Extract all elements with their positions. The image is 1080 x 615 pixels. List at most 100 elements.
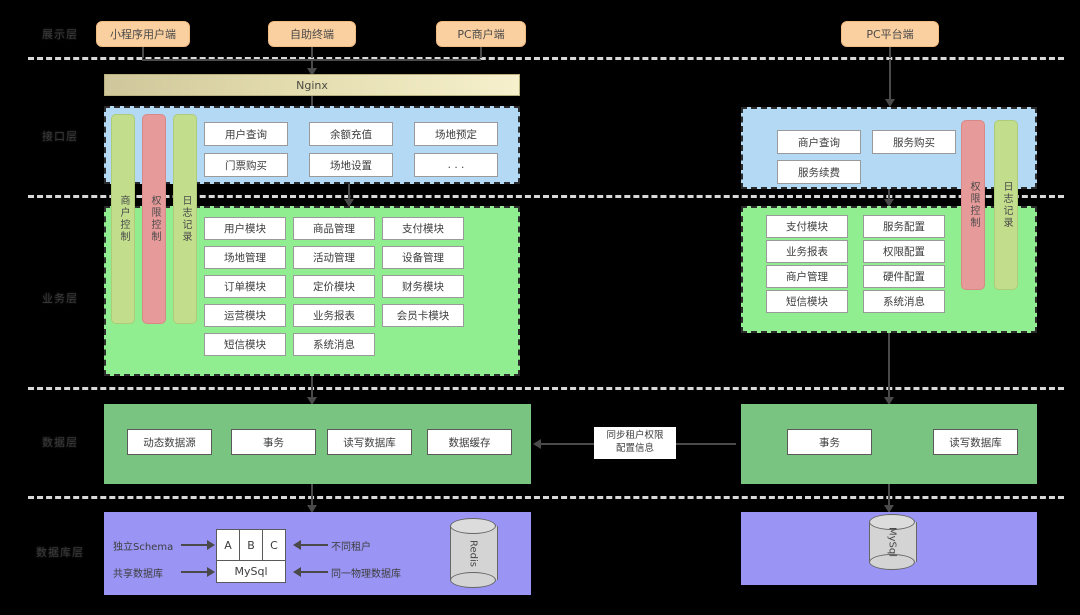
connector-interface-to-business-right	[888, 189, 890, 201]
connector-bus-to-nginx	[311, 59, 313, 69]
arrow-into-business-right	[884, 199, 894, 207]
business-module-left-11[interactable]: 会员卡模块	[382, 304, 464, 327]
db-arrow-line-physical	[300, 571, 328, 573]
cross-bar-right-logging-label: 日志记录	[1001, 181, 1012, 229]
arrow-sync-to-left	[533, 439, 541, 449]
db-arrow-line-schema	[181, 544, 208, 546]
db-annotation-independent-schema: 独立Schema	[113, 541, 174, 553]
business-module-left-8[interactable]: 财务模块	[382, 275, 464, 298]
cross-bar-right-logging: 日志记录	[994, 120, 1018, 290]
interface-module-left-4[interactable]: 场地设置	[309, 153, 393, 177]
db-arrow-head-schema	[207, 540, 215, 550]
data-module-right-1[interactable]: 读写数据库	[933, 429, 1018, 455]
interface-module-left-5[interactable]: . . .	[414, 153, 498, 177]
connector-data-to-db-left	[311, 484, 313, 506]
cross-bar-left-permission-control: 权限控制	[142, 114, 166, 324]
separator-presentation-interface	[28, 57, 1064, 60]
business-module-left-9[interactable]: 运营模块	[204, 304, 286, 327]
interface-module-right-0[interactable]: 商户查询	[777, 130, 861, 154]
connector-data-to-db-right	[888, 484, 890, 506]
business-module-left-4[interactable]: 活动管理	[293, 246, 375, 269]
connector-business-to-data-right	[888, 333, 890, 398]
business-module-right-5[interactable]: 硬件配置	[863, 265, 945, 288]
db-arrow-head-physical	[293, 567, 301, 577]
arrow-into-business-left	[344, 199, 354, 207]
business-module-left-2[interactable]: 支付模块	[382, 217, 464, 240]
sync-note: 同步租户权限 配置信息	[594, 427, 676, 459]
business-module-right-1[interactable]: 服务配置	[863, 215, 945, 238]
connector-kiosk-down	[311, 47, 313, 58]
data-module-left-3[interactable]: 数据缓存	[427, 429, 512, 455]
client-box-pc-merchant[interactable]: PC商户端	[436, 21, 526, 47]
business-module-left-5[interactable]: 设备管理	[382, 246, 464, 269]
cross-bar-left-logging: 日志记录	[173, 114, 197, 324]
interface-module-left-2[interactable]: 场地预定	[414, 122, 498, 146]
business-module-left-13[interactable]: 系统消息	[293, 333, 375, 356]
business-module-left-12[interactable]: 短信模块	[204, 333, 286, 356]
interface-module-left-0[interactable]: 用户查询	[204, 122, 288, 146]
connector-interface-to-business-left	[348, 184, 350, 200]
arrow-into-db-left	[307, 505, 317, 513]
db-annotation-same-physical-db: 同一物理数据库	[331, 568, 401, 580]
redis-cylinder-body	[450, 526, 498, 580]
client-box-kiosk[interactable]: 自助终端	[268, 21, 356, 47]
arrow-into-nginx	[307, 68, 317, 76]
redis-cylinder-label-wrap: Redis	[450, 518, 496, 588]
arrow-into-data-left	[307, 397, 317, 405]
db-arrow-line-shared	[181, 571, 208, 573]
arrow-into-db-right	[884, 505, 894, 513]
mysql-cylinder-right: MySql	[869, 514, 917, 570]
business-module-left-7[interactable]: 定价模块	[293, 275, 375, 298]
db-arrow-line-tenant	[300, 544, 328, 546]
db-schema-row: A B C	[216, 529, 286, 561]
db-schema-cell-b: B	[240, 530, 263, 560]
business-module-right-0[interactable]: 支付模块	[766, 215, 848, 238]
business-module-right-3[interactable]: 权限配置	[863, 240, 945, 263]
business-module-left-3[interactable]: 场地管理	[204, 246, 286, 269]
mysql-cylinder-right-label: MySql	[886, 526, 898, 558]
client-box-pc-platform[interactable]: PC平台端	[841, 21, 939, 47]
business-module-right-7[interactable]: 系统消息	[863, 290, 945, 313]
arrow-into-interface-right	[885, 99, 895, 107]
db-annotation-shared-db: 共享数据库	[113, 568, 163, 580]
arrow-into-data-right	[884, 397, 894, 405]
business-module-right-6[interactable]: 短信模块	[766, 290, 848, 313]
business-module-right-2[interactable]: 业务报表	[766, 240, 848, 263]
db-schema-cell-a: A	[217, 530, 240, 560]
separator-interface-business	[28, 195, 1064, 198]
db-annotation-different-tenants: 不同租户	[331, 541, 371, 553]
cross-bar-left-merchant-control-label: 商户控制	[118, 195, 129, 243]
redis-cylinder-bottom	[450, 572, 496, 588]
db-arrow-head-shared	[207, 567, 215, 577]
separator-data-database	[28, 496, 1064, 499]
layer-label-presentation: 展示层	[42, 28, 78, 41]
db-schema-cell-c: C	[270, 538, 278, 552]
business-module-left-10[interactable]: 业务报表	[293, 304, 375, 327]
client-box-miniprogram[interactable]: 小程序用户端	[96, 21, 190, 47]
db-mysql-row: MySql	[216, 561, 286, 583]
business-module-left-0[interactable]: 用户模块	[204, 217, 286, 240]
business-module-left-6[interactable]: 订单模块	[204, 275, 286, 298]
interface-module-left-1[interactable]: 余额充值	[309, 122, 393, 146]
connector-pc-merchant-down	[480, 47, 482, 58]
mysql-cylinder-right-top	[869, 514, 915, 530]
interface-module-right-1[interactable]: 服务购买	[872, 130, 956, 154]
layer-label-interface: 接口层	[42, 130, 78, 143]
interface-module-right-2[interactable]: 服务续费	[777, 160, 861, 184]
data-module-left-2[interactable]: 读写数据库	[327, 429, 412, 455]
db-arrow-head-tenant	[293, 540, 301, 550]
data-module-right-0[interactable]: 事务	[787, 429, 872, 455]
business-module-right-4[interactable]: 商户管理	[766, 265, 848, 288]
business-module-left-1[interactable]: 商品管理	[293, 217, 375, 240]
data-module-left-0[interactable]: 动态数据源	[127, 429, 212, 455]
cross-bar-left-merchant-control: 商户控制	[111, 114, 135, 324]
interface-module-left-3[interactable]: 门票购买	[204, 153, 288, 177]
mysql-cylinder-right-label-wrap: MySql	[869, 514, 915, 570]
gateway-nginx[interactable]: Nginx	[104, 74, 520, 96]
data-module-left-1[interactable]: 事务	[231, 429, 316, 455]
mysql-cylinder-right-bottom	[869, 554, 915, 570]
connector-miniprogram-down	[142, 47, 144, 58]
layer-label-business: 业务层	[42, 292, 78, 305]
layer-label-database: 数据库层	[36, 546, 84, 559]
